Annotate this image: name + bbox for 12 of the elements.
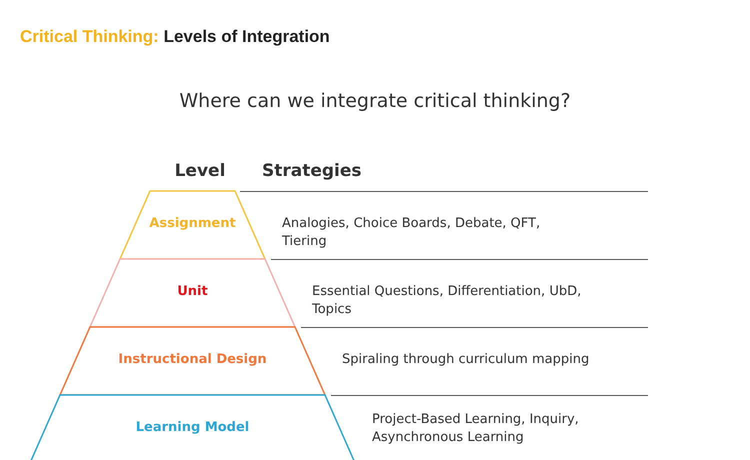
- strategy-text: Project-Based Learning, Inquiry, Asynchronous Learning: [372, 411, 580, 447]
- column-heading: Strategies: [262, 161, 362, 181]
- strategy-text: Analogies, Choice Boards, Debate, QFT, Tiering: [282, 215, 542, 251]
- strategy-text: Spiraling through curriculum mapping: [342, 351, 590, 369]
- level-name: Unit: [176, 284, 209, 299]
- level-name: Assignment: [148, 216, 237, 231]
- level-name: Instructional Design: [117, 352, 268, 367]
- column-heading: Level: [174, 161, 226, 181]
- level-name: Learning Model: [134, 420, 250, 435]
- strategy-text: Essential Questions, Differentiation, UbD, Topics: [312, 283, 582, 319]
- subtitle: Where can we integrate critical thinking?: [178, 90, 572, 112]
- title: Critical Thinking: Levels of Integration: [20, 27, 330, 47]
